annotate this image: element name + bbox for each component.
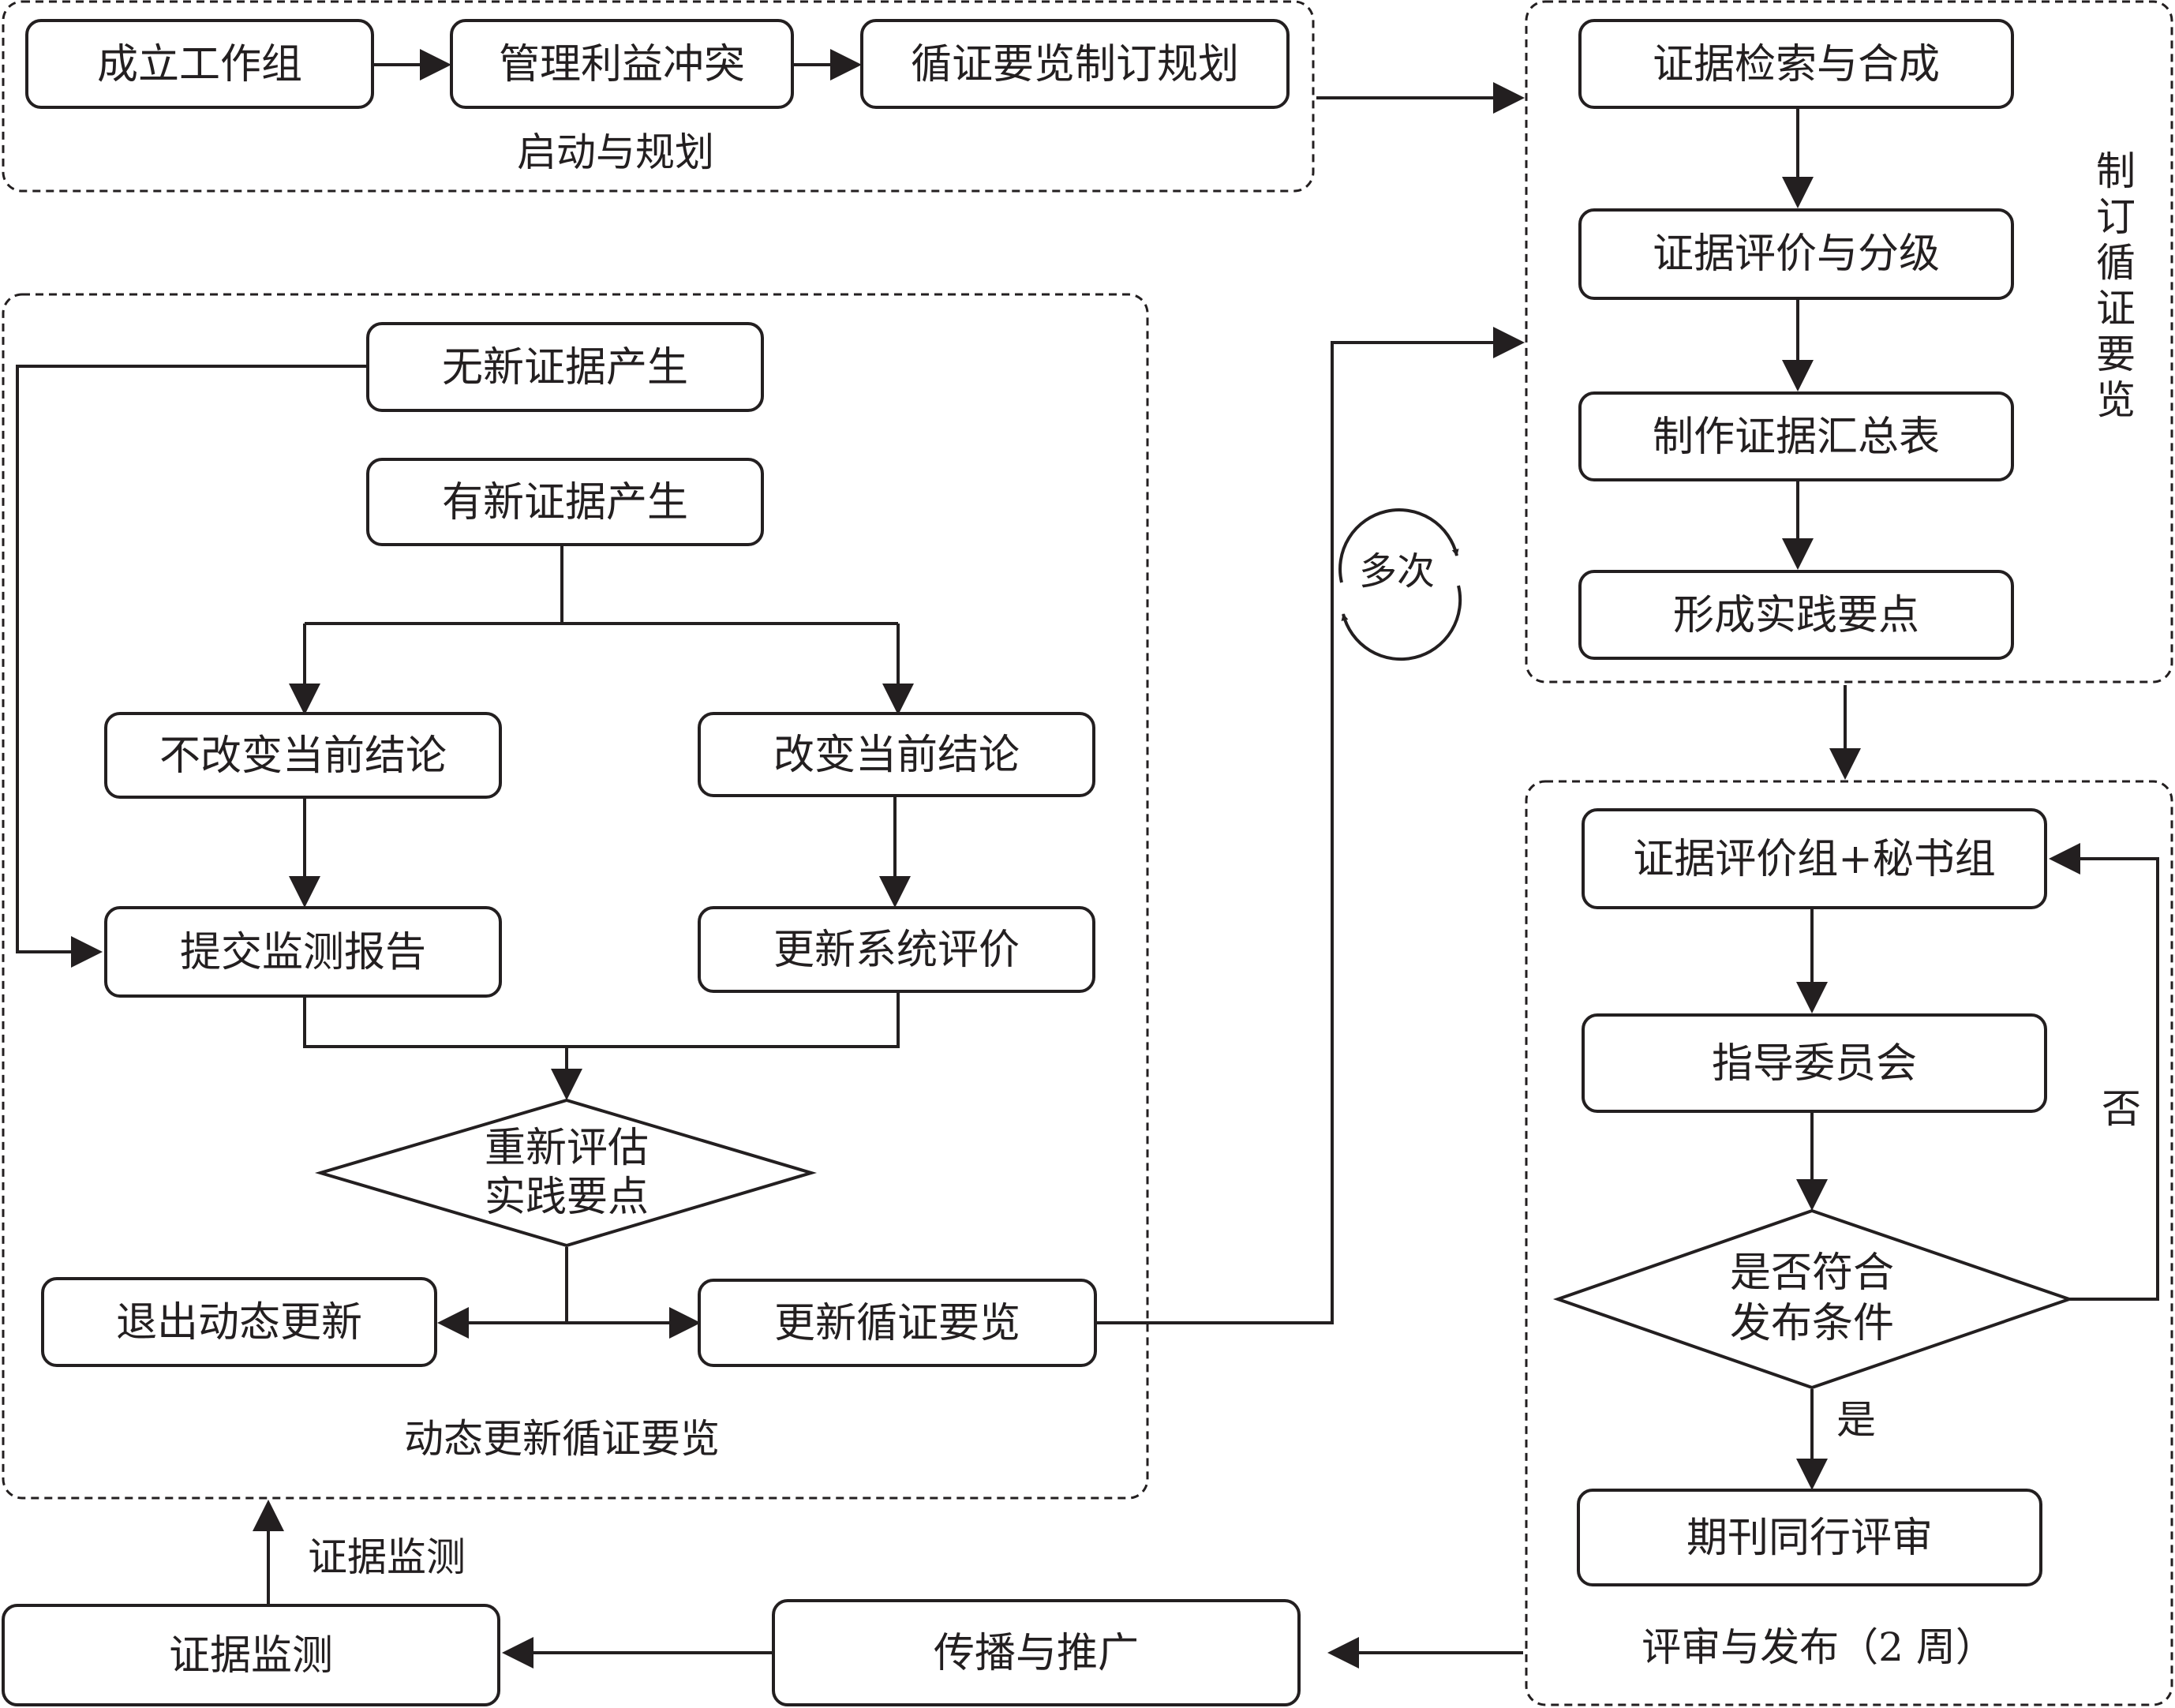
group-planning-label: 启动与规划 <box>517 129 714 175</box>
svg-text:更新系统评价: 更新系统评价 <box>773 927 1020 974</box>
svg-text:制作证据汇总表: 制作证据汇总表 <box>1653 414 1940 461</box>
yes-label: 是 <box>1836 1397 1876 1443</box>
repeat-label: 多次 <box>1359 549 1435 594</box>
node-update-review: 更新系统评价 <box>698 906 1095 993</box>
node-dissemination: 传播与推广 <box>772 1599 1301 1706</box>
node-exit-update: 退出动态更新 <box>41 1277 437 1367</box>
edges <box>16 49 2159 1669</box>
node-peer-review: 期刊同行评审 <box>1577 1489 2042 1586</box>
svg-text:证据检索与合成: 证据检索与合成 <box>1653 41 1940 88</box>
node-summary-table: 制作证据汇总表 <box>1578 391 2014 481</box>
svg-text:提交监测报告: 提交监测报告 <box>180 929 426 976</box>
svg-text:改变当前结论: 改变当前结论 <box>773 732 1020 779</box>
node-update-guide: 更新循证要览 <box>698 1279 1097 1367</box>
svg-text:循证要览制订规划: 循证要览制订规划 <box>911 41 1239 88</box>
svg-text:无新证据产生: 无新证据产生 <box>442 344 688 391</box>
svg-text:不改变当前结论: 不改变当前结论 <box>159 732 447 780</box>
node-monitoring: 证据监测 <box>2 1604 500 1706</box>
group-develop: 制订循证要览 <box>1525 0 2173 684</box>
svg-text:成立工作组: 成立工作组 <box>97 41 302 88</box>
group-review: 评审与发布（2 周） <box>1525 780 2173 1706</box>
no-label: 否 <box>2102 1086 2141 1132</box>
node-eval-secretariat: 证据评价组+秘书组 <box>1582 808 2047 909</box>
edge-no-new-to-report <box>16 365 368 968</box>
svg-text:发布条件: 发布条件 <box>1730 1300 1894 1347</box>
group-review-label: 评审与发布（2 周） <box>1642 1624 1995 1670</box>
svg-text:管理利益冲突: 管理利益冲突 <box>499 41 745 88</box>
node-no-new-evidence: 无新证据产生 <box>366 322 764 412</box>
svg-text:证据监测: 证据监测 <box>169 1632 333 1680</box>
node-planning: 循证要览制订规划 <box>860 19 1290 109</box>
node-change: 改变当前结论 <box>698 712 1095 797</box>
svg-text:期刊同行评审: 期刊同行评审 <box>1686 1515 1933 1562</box>
svg-text:指导委员会: 指导委员会 <box>1712 1040 1917 1088</box>
group-planning: 启动与规划 <box>2 0 1315 193</box>
edge-merge-bus <box>303 991 900 1048</box>
node-new-evidence: 有新证据产生 <box>366 458 764 546</box>
node-no-change: 不改变当前结论 <box>104 712 502 799</box>
svg-text:证据评价组+秘书组: 证据评价组+秘书组 <box>1633 836 1996 883</box>
edge-criteria-no <box>2049 843 2159 1301</box>
svg-text:形成实践要点: 形成实践要点 <box>1673 592 1919 639</box>
node-evidence-search: 证据检索与合成 <box>1578 19 2014 109</box>
group-develop-label: 制订循证要览 <box>2096 148 2137 423</box>
group-dynamic-label: 动态更新循证要览 <box>404 1416 720 1462</box>
svg-text:实践要点: 实践要点 <box>485 1174 649 1221</box>
monitoring-arrow-label: 证据监测 <box>308 1534 466 1580</box>
svg-text:传播与推广: 传播与推广 <box>934 1630 1139 1677</box>
node-reassess-decision: 重新评估 实践要点 <box>314 1098 818 1248</box>
node-criteria-decision: 是否符合 发布条件 <box>1552 1208 2075 1390</box>
node-form-group: 成立工作组 <box>25 19 374 109</box>
node-submit-report: 提交监测报告 <box>104 906 502 998</box>
svg-text:是否符合: 是否符合 <box>1730 1249 1894 1297</box>
edge-update-guide-to-develop <box>1095 327 1525 1324</box>
node-evidence-grading: 证据评价与分级 <box>1578 208 2014 300</box>
node-practice-points: 形成实践要点 <box>1578 570 2014 660</box>
svg-text:退出动态更新: 退出动态更新 <box>116 1299 362 1347</box>
node-steering-committee: 指导委员会 <box>1582 1013 2047 1113</box>
repeat-cycle-icon: 多次 <box>1338 508 1462 661</box>
group-dynamic: 动态更新循证要览 <box>2 293 1149 1500</box>
svg-text:重新评估: 重新评估 <box>485 1125 649 1172</box>
svg-text:有新证据产生: 有新证据产生 <box>442 479 688 526</box>
svg-text:证据评价与分级: 证据评价与分级 <box>1653 230 1940 278</box>
svg-text:更新循证要览: 更新循证要览 <box>774 1300 1020 1347</box>
node-manage-coi: 管理利益冲突 <box>450 19 794 109</box>
